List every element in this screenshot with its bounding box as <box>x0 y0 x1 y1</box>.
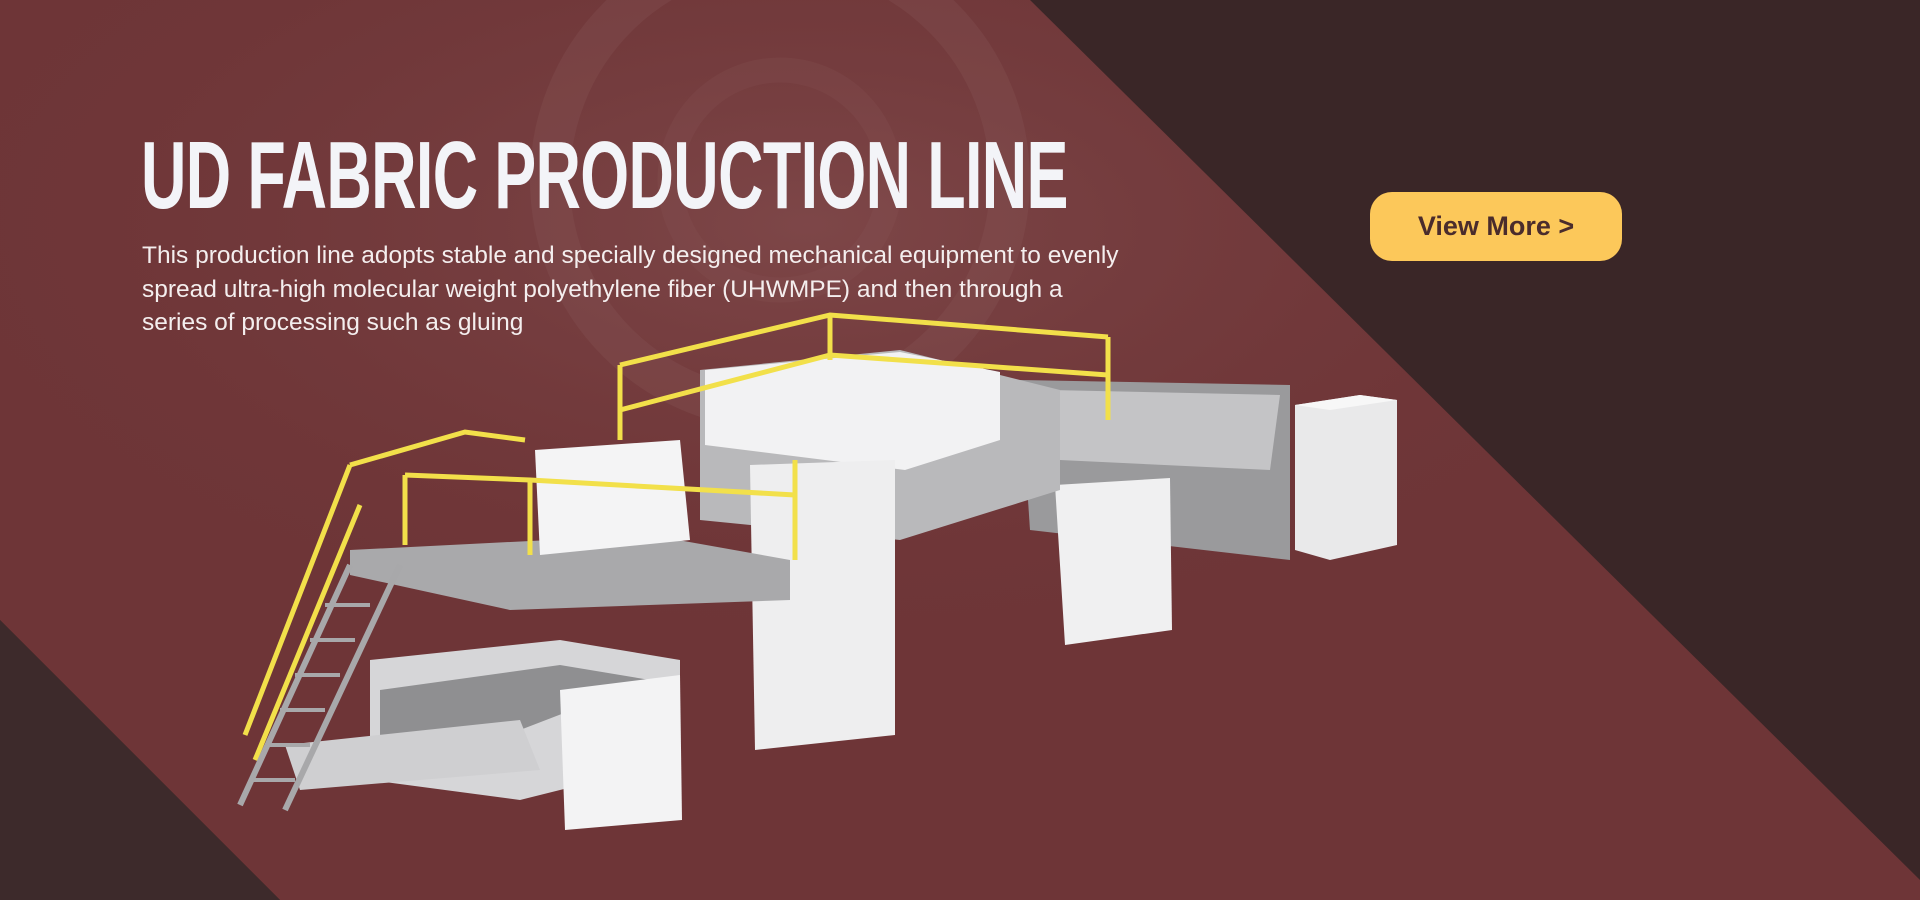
page-title: UD FABRIC PRODUCTION LINE <box>141 122 1068 229</box>
hero-description: This production line adopts stable and s… <box>142 242 1119 336</box>
view-more-button[interactable]: View More > <box>1370 192 1622 261</box>
